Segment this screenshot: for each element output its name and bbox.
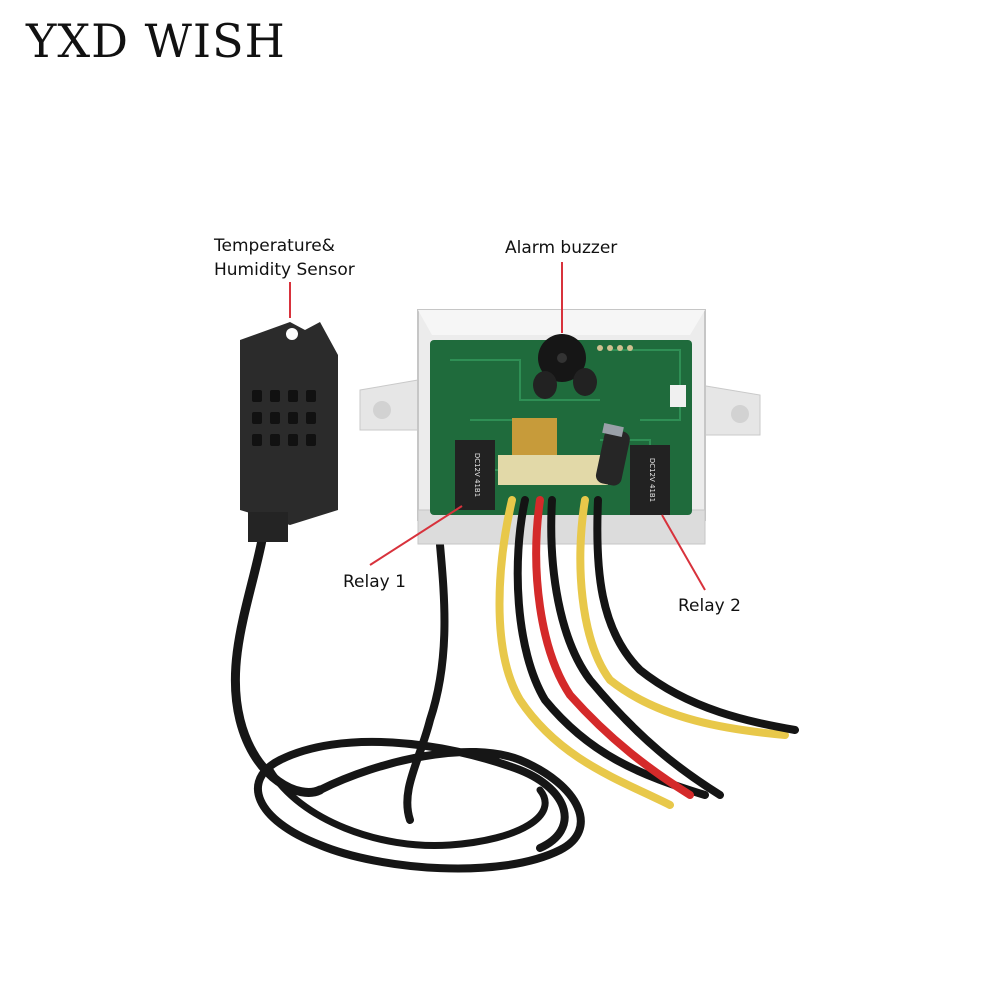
relay-2: DC12V 41B1 (630, 445, 670, 515)
brand-logo: YXD WISH (26, 14, 286, 68)
relay-1-marking: DC12V 41B1 (473, 453, 481, 497)
relay1-leader (369, 505, 463, 566)
transformer (498, 418, 608, 485)
temperature-humidity-sensor (240, 322, 338, 542)
relay2-leader (661, 514, 706, 591)
sensor-label-line1: Temperature& (214, 236, 335, 256)
buzzer-component (533, 334, 597, 399)
callout-leaders (289, 262, 706, 591)
capacitor (595, 423, 630, 486)
sensor-label-line2: Humidity Sensor (214, 260, 355, 280)
relay-2-marking: DC12V 41B1 (648, 458, 656, 502)
relay1-label: Relay 1 (343, 572, 406, 592)
relay-1: DC12V 41B1 (455, 440, 495, 510)
buzzer-label: Alarm buzzer (505, 238, 618, 258)
sensor-cable (230, 535, 585, 873)
output-wires (495, 496, 799, 809)
relay2-label: Relay 2 (678, 596, 741, 616)
